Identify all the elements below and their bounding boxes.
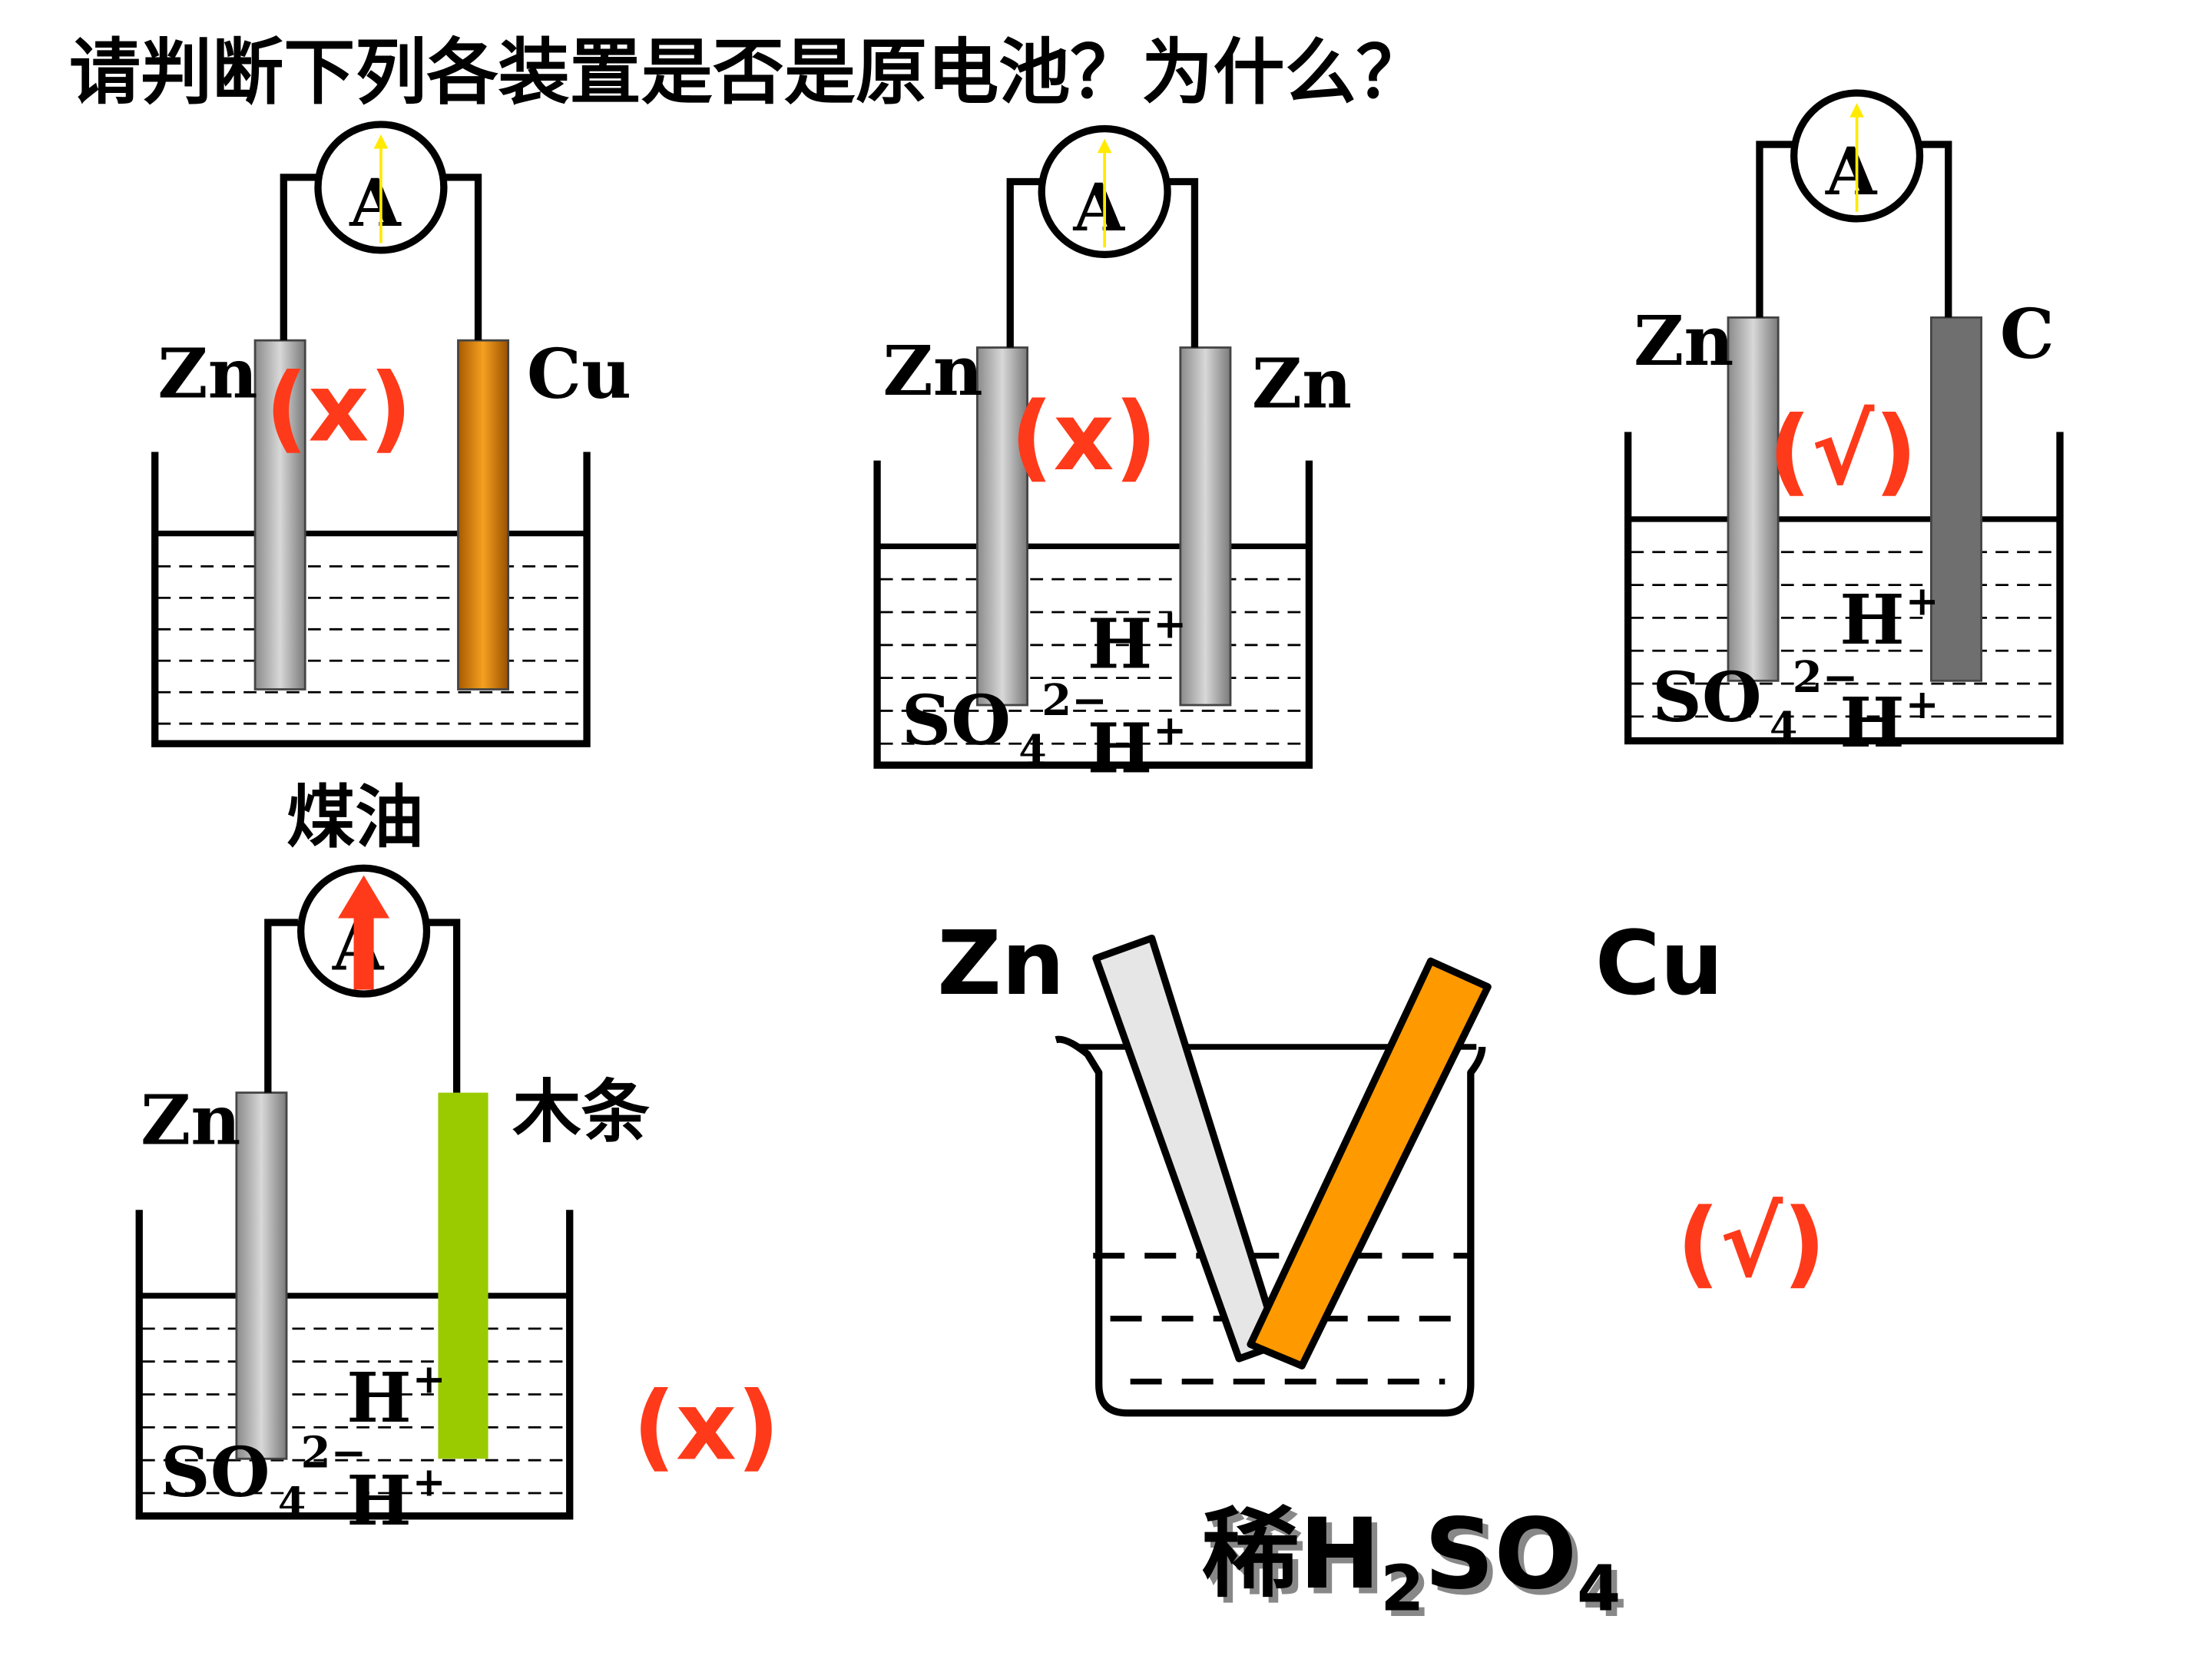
cell-3-verdict: (√) (1768, 396, 1917, 505)
cell-1-right-label: Cu (527, 334, 631, 415)
cell-5: Zn Cu (√) 稀H2SO4 稀H2SO4 (937, 912, 1826, 1631)
cell-2-verdict: (x) (1010, 382, 1157, 492)
cell-2-zinc-electrode-left (976, 346, 1028, 707)
cell-4-zinc-electrode (235, 1091, 288, 1460)
cell-3-liquid (1631, 551, 2058, 718)
cell-4-verdict: (x) (633, 1371, 780, 1481)
cell-2-zinc-electrode-right (1179, 346, 1232, 707)
cell-1-verdict: (x) (265, 353, 412, 463)
cell-4-ammeter-icon: A (297, 864, 431, 998)
svg-text:H: H (1839, 580, 1904, 661)
cell-5-copper-strip (1247, 957, 1492, 1369)
svg-text:+: + (412, 1356, 446, 1403)
svg-text:4: 4 (1018, 727, 1046, 773)
cell-1-beaker (151, 452, 591, 747)
svg-text:+: + (412, 1459, 446, 1506)
svg-text:+: + (1906, 578, 1939, 625)
cell-2-liquid (879, 578, 1306, 745)
svg-text:稀H2SO4: 稀H2SO4 (1202, 1497, 1621, 1626)
svg-text:A: A (1825, 134, 1878, 210)
cell-3: A Zn C (√) H + SO 4 2− H + (1624, 89, 2064, 763)
cell-3-ammeter-icon: A (1790, 89, 1924, 223)
svg-text:H: H (346, 1461, 411, 1541)
svg-text:H: H (346, 1358, 411, 1439)
cell-5-right-label: Cu (1595, 912, 1724, 1015)
cell-4-right-label: 木条 (512, 1071, 650, 1152)
cell-1-left-label: Zn (157, 334, 257, 415)
svg-text:SO: SO (161, 1432, 270, 1513)
cell-5-zinc-strip (1092, 934, 1283, 1363)
cell-4-liquid (141, 1327, 567, 1495)
svg-text:SO: SO (902, 680, 1011, 760)
svg-text:H: H (1088, 604, 1152, 685)
cell-2-right-label: Zn (1252, 344, 1352, 425)
cell-3-carbon-electrode (1930, 316, 1982, 682)
cell-1: A Zn Cu (x) 煤油 (151, 121, 631, 858)
svg-text:2−: 2− (1793, 653, 1859, 703)
cell-3-beaker (1624, 432, 2064, 745)
svg-text:SO: SO (1652, 657, 1761, 737)
cell-3-left-label: Zn (1634, 301, 1734, 382)
svg-text:+: + (1153, 707, 1187, 753)
cell-4-beaker (135, 1210, 574, 1520)
cell-4-wood-stick (438, 1092, 488, 1459)
cell-2-left-label: Zn (883, 331, 983, 412)
svg-text:+: + (1153, 601, 1187, 647)
cell-2-ions: H + SO 4 2− H + (902, 601, 1187, 789)
cell-3-zinc-electrode (1727, 316, 1780, 682)
cell-1-liquid-label: 煤油 (286, 777, 424, 858)
cell-1-liquid (157, 565, 584, 725)
cell-1-copper-electrode (457, 339, 510, 690)
svg-text:4: 4 (278, 1479, 306, 1526)
cell-4-left-label: Zn (141, 1081, 240, 1161)
svg-text:稀H2SO4: 稀H2SO4 (1207, 1502, 1626, 1631)
svg-text:4: 4 (1770, 704, 1797, 751)
cell-5-left-label: Zn (937, 912, 1065, 1015)
cell-3-right-label: C (2000, 294, 2055, 375)
cell-2: A Zn Zn (x) H + SO 4 2− H + (873, 124, 1352, 790)
cell-1-ammeter-icon: A (314, 121, 448, 254)
cell-5-solution-label: 稀H2SO4 稀H2SO4 (1202, 1497, 1627, 1631)
svg-text:2−: 2− (1041, 676, 1108, 726)
cell-3-ions: H + SO 4 2− H + (1652, 578, 1939, 763)
cell-4: A Zn 木条 (x) H + SO 4 2− H + (135, 864, 780, 1541)
svg-text:A: A (1072, 170, 1125, 247)
cell-2-ammeter-icon: A (1038, 124, 1171, 259)
cell-2-beaker (873, 460, 1313, 769)
cell-4-ions: H + SO 4 2− H + (161, 1356, 445, 1541)
cell-5-verdict: (√) (1677, 1188, 1826, 1298)
svg-text:A: A (349, 165, 402, 242)
cell-1-zinc-electrode (253, 339, 306, 690)
svg-text:+: + (1906, 681, 1939, 728)
question-title: 请判断下列各装置是否是原电池？为什么？ (69, 31, 1428, 114)
svg-text:2−: 2− (301, 1428, 367, 1478)
svg-text:H: H (1088, 709, 1152, 790)
svg-text:H: H (1839, 683, 1904, 763)
